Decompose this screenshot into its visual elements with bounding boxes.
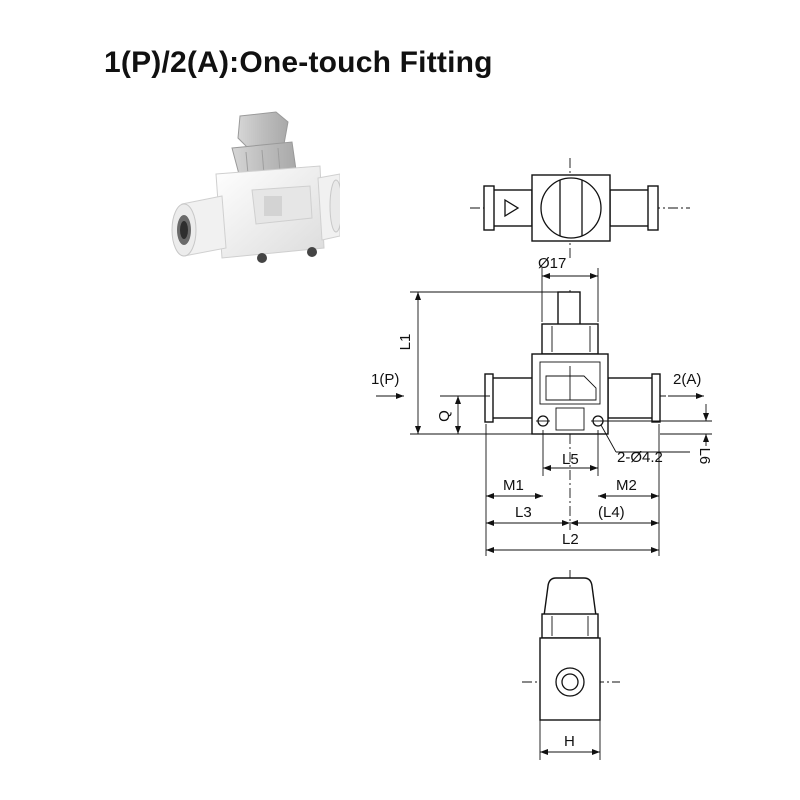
label-Q: Q [436, 410, 453, 422]
label-L3: L3 [515, 504, 532, 521]
label-H: H [564, 733, 575, 750]
label-L5: L5 [562, 451, 579, 468]
hand-valve-photo [171, 111, 340, 263]
left-fitting [171, 195, 227, 257]
label-diameter-17: Ø17 [538, 255, 566, 272]
right-fitting [317, 173, 340, 241]
label-L6: L6 [696, 448, 713, 465]
label-port-1: 1(P) [371, 371, 399, 388]
knob [231, 111, 297, 179]
top-view [470, 158, 690, 258]
side-view [522, 570, 620, 760]
page-title: 1(P)/2(A):One-touch Fitting [104, 46, 493, 79]
label-L2: L2 [562, 531, 579, 548]
label-M2: M2 [616, 477, 637, 494]
label-holes: 2-Ø4.2 [617, 449, 663, 466]
label-L4: (L4) [598, 504, 625, 521]
front-view [440, 290, 700, 530]
dimension-labels: Ø17 L1 1(P) 2(A) Q L5 2-Ø4.2 L6 M1 M2 L3… [371, 255, 713, 750]
label-L1: L1 [397, 334, 414, 351]
label-M1: M1 [503, 477, 524, 494]
dimensions [376, 268, 712, 556]
label-port-2: 2(A) [673, 371, 701, 388]
